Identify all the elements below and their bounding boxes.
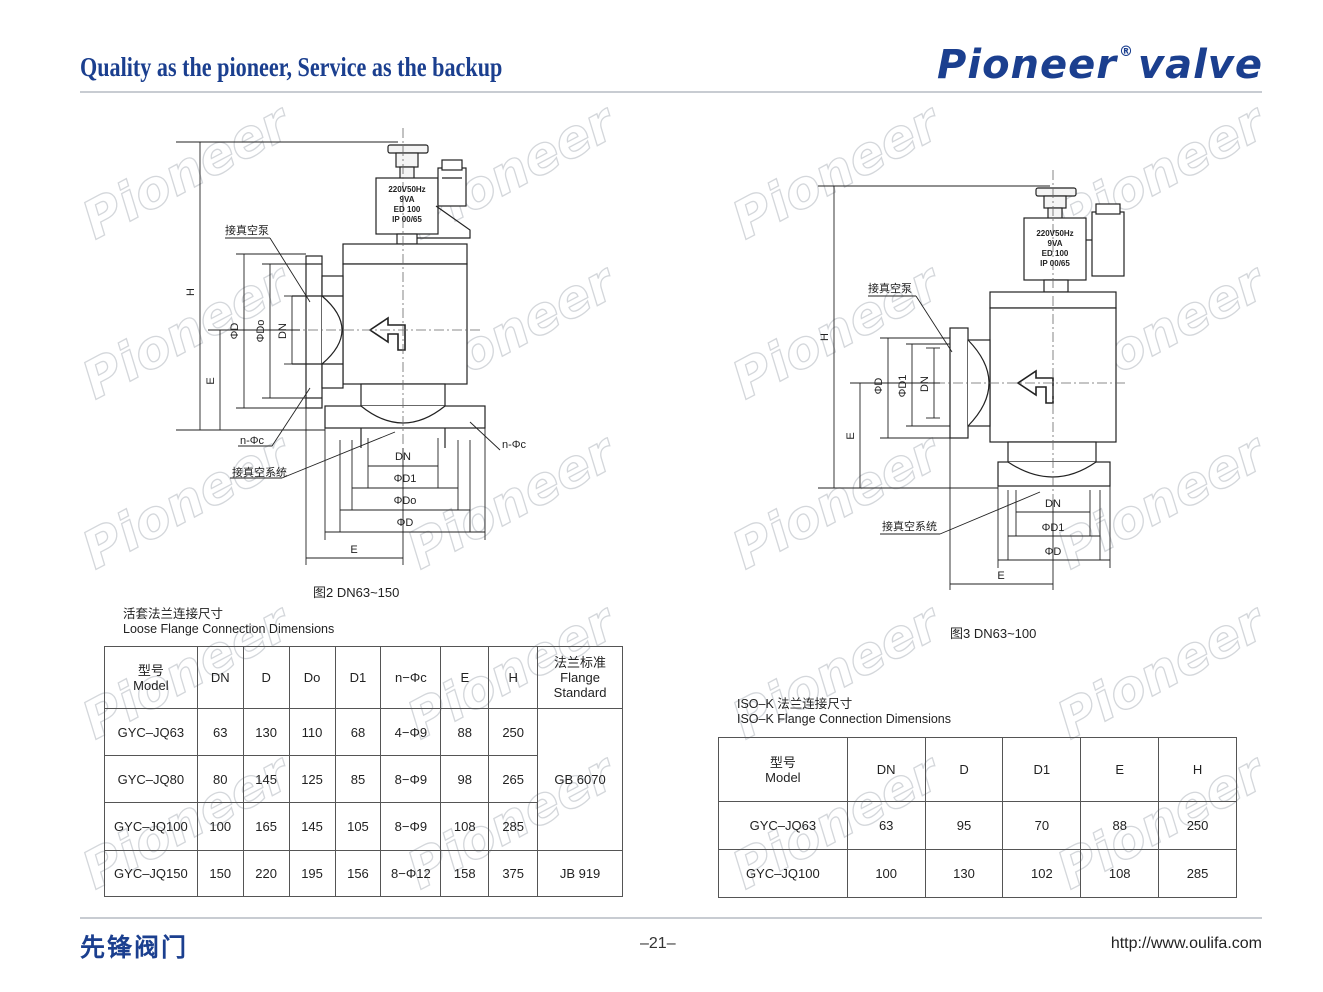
header-E: E xyxy=(440,646,490,709)
fig2-solenoid-line2: 9VA xyxy=(400,195,415,204)
isok-title-en: ISO–K Flange Connection Dimensions xyxy=(737,712,952,726)
fig2-dim-phiD1: ΦD1 xyxy=(394,473,417,485)
fig3-dim-DN: DN xyxy=(919,376,931,392)
fig2-nphic-left: n-Φc xyxy=(240,435,265,447)
standard-gb6070: GB 6070 xyxy=(537,708,623,851)
figure2-drawing: 220V50Hz 9VA ED 100 IP 00/65 接真空泵 n-Φc n… xyxy=(176,128,527,565)
header-H: H xyxy=(488,646,539,709)
isok-header-D: D xyxy=(924,737,1004,802)
header-DN: DN xyxy=(196,646,244,709)
fig2-vacuum-system-label: 接真空系统 xyxy=(232,465,287,479)
table-row: GYC–JQ63 63 130 110 68 4−Φ9 88 250 GB 60… xyxy=(104,708,623,851)
loose-flange-title: 活套法兰连接尺寸 Loose Flange Connection Dimensi… xyxy=(123,607,334,637)
brand-name: Pioneer xyxy=(937,42,1118,88)
loose-flange-title-en: Loose Flange Connection Dimensions xyxy=(123,622,335,636)
footer-website: http://www.oulifa.com xyxy=(1110,935,1262,952)
fig3-dim-phiD: ΦD xyxy=(873,378,885,395)
footer-cn-brand: 先锋阀门 xyxy=(80,933,189,962)
table-row: GYC–JQ100 100 130 102 108 285 xyxy=(718,849,1237,898)
header-D1: D1 xyxy=(334,646,382,709)
fig2-dim-phiD: ΦD xyxy=(229,323,241,340)
page-number: –21– xyxy=(640,935,676,952)
footer-rule xyxy=(80,917,1262,919)
brand-logo: Pioneer®valve xyxy=(937,42,1263,88)
fig2-dim-phiD-bottom: ΦD xyxy=(397,517,414,529)
fig2-dim-phiDo: ΦDo xyxy=(255,320,267,343)
header-rule xyxy=(80,91,1262,93)
fig2-dim-E-bottom: E xyxy=(350,544,357,556)
table-row: GYC–JQ63 63 95 70 88 250 xyxy=(718,801,1237,850)
fig3-dim-DN-bottom: DN xyxy=(1045,498,1061,510)
header-nphic: n−Φc xyxy=(380,646,442,709)
isok-header-DN: DN xyxy=(846,737,926,802)
fig3-dim-phiD1: ΦD1 xyxy=(897,375,909,398)
fig2-dim-E: E xyxy=(205,377,217,384)
fig3-dim-phiD-bottom: ΦD xyxy=(1045,546,1062,558)
fig3-dim-E: E xyxy=(845,432,857,439)
slogan: Quality as the pioneer, Service as the b… xyxy=(80,52,503,82)
fig3-solenoid-line4: IP 00/65 xyxy=(1040,259,1070,268)
figure2-caption: 图2 DN63~150 xyxy=(313,585,400,600)
isok-header-H: H xyxy=(1158,737,1237,802)
fig2-nphic-right: n-Φc xyxy=(502,439,527,451)
standard-jb919: JB 919 xyxy=(537,850,623,897)
table-row: GYC–JQ150 150 220 195 156 8−Φ12 158 375 … xyxy=(104,850,623,897)
isok-header-E: E xyxy=(1080,737,1160,802)
fig3-vacuum-system-label: 接真空系统 xyxy=(882,519,937,533)
fig2-dim-DN: DN xyxy=(277,323,289,339)
fig3-vacuum-pump-label: 接真空泵 xyxy=(868,281,912,295)
fig2-vacuum-pump-label: 接真空泵 xyxy=(225,223,269,237)
fig3-dim-H: H xyxy=(819,333,831,341)
fig3-dim-E-bottom: E xyxy=(997,570,1004,582)
isok-header-D1: D1 xyxy=(1002,737,1082,802)
registered-mark: ® xyxy=(1119,44,1135,60)
table-row: GYC–JQ100 100 165 145 105 8−Φ9 108 285 xyxy=(104,802,623,851)
fig2-dim-phiDo-bottom: ΦDo xyxy=(394,495,417,507)
fig3-dim-phiD1-bottom: ΦD1 xyxy=(1042,522,1065,534)
loose-flange-title-cn: 活套法兰连接尺寸 xyxy=(123,607,224,621)
table-row: GYC–JQ80 80 145 125 85 8−Φ9 98 265 xyxy=(104,755,623,803)
fig2-dim-H: H xyxy=(185,288,197,296)
isok-title: ISO–K 法兰连接尺寸 ISO–K Flange Connection Dim… xyxy=(737,697,951,727)
fig3-solenoid-line3: ED 100 xyxy=(1042,249,1069,258)
figure3-caption: 图3 DN63~100 xyxy=(950,626,1037,641)
fig2-solenoid-line3: ED 100 xyxy=(394,205,421,214)
fig2-dim-DN-bottom: DN xyxy=(395,451,411,463)
fig3-solenoid-line1: 220V50Hz xyxy=(1036,229,1073,238)
brand-suffix: valve xyxy=(1138,42,1263,88)
figure3-drawing: 220V50Hz 9VA ED 100 IP 00/65 接真空泵 接真空系统 … xyxy=(818,170,1125,590)
header-D: D xyxy=(242,646,290,709)
isok-title-cn: ISO–K 法兰连接尺寸 xyxy=(737,697,853,711)
fig3-solenoid-line2: 9VA xyxy=(1048,239,1063,248)
fig2-solenoid-line1: 220V50Hz xyxy=(388,185,425,194)
fig2-solenoid-line4: IP 00/65 xyxy=(392,215,422,224)
header-Do: Do xyxy=(288,646,336,709)
